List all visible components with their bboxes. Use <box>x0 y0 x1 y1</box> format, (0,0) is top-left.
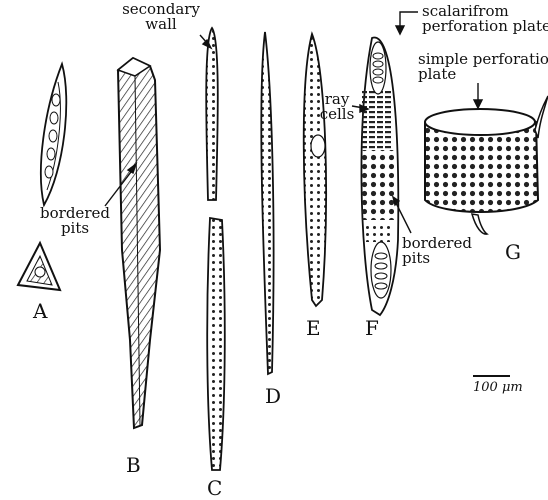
cell-c <box>206 28 225 470</box>
cell-e <box>304 34 326 306</box>
letter-d: D <box>265 386 281 406</box>
label-secondary-wall: secondary wall <box>120 2 202 32</box>
label-ray-cells-line2: cells <box>318 107 356 122</box>
label-simple-perf-line2: plate <box>418 67 548 82</box>
label-bordered-pits-f-line2: pits <box>402 251 472 266</box>
label-simple-perforation-plate: simple perforation plate <box>418 52 548 82</box>
label-bordered-pits-b: bordered pits <box>40 206 110 236</box>
cell-g <box>425 96 548 234</box>
letter-a: A <box>33 301 47 321</box>
cell-f <box>361 38 398 315</box>
letter-e: E <box>306 318 321 338</box>
letter-f: F <box>365 318 379 338</box>
letter-c: C <box>207 478 222 498</box>
letter-g: G <box>505 242 521 262</box>
label-secondary-wall-line2: wall <box>120 17 202 32</box>
letter-b: B <box>126 455 141 475</box>
label-scalariform-line2: perforation plate <box>422 19 548 34</box>
cell-b <box>118 58 160 428</box>
cell-a <box>18 64 66 290</box>
label-bordered-pits-f: bordered pits <box>402 236 472 266</box>
label-scalariform-plate: scalarifrom perforation plate <box>422 4 548 34</box>
scale-bar-label: 100 μm <box>473 380 523 395</box>
label-ray-cells: ray cells <box>318 92 356 122</box>
cell-d <box>261 32 273 374</box>
label-bordered-pits-b-line2: pits <box>40 221 110 236</box>
